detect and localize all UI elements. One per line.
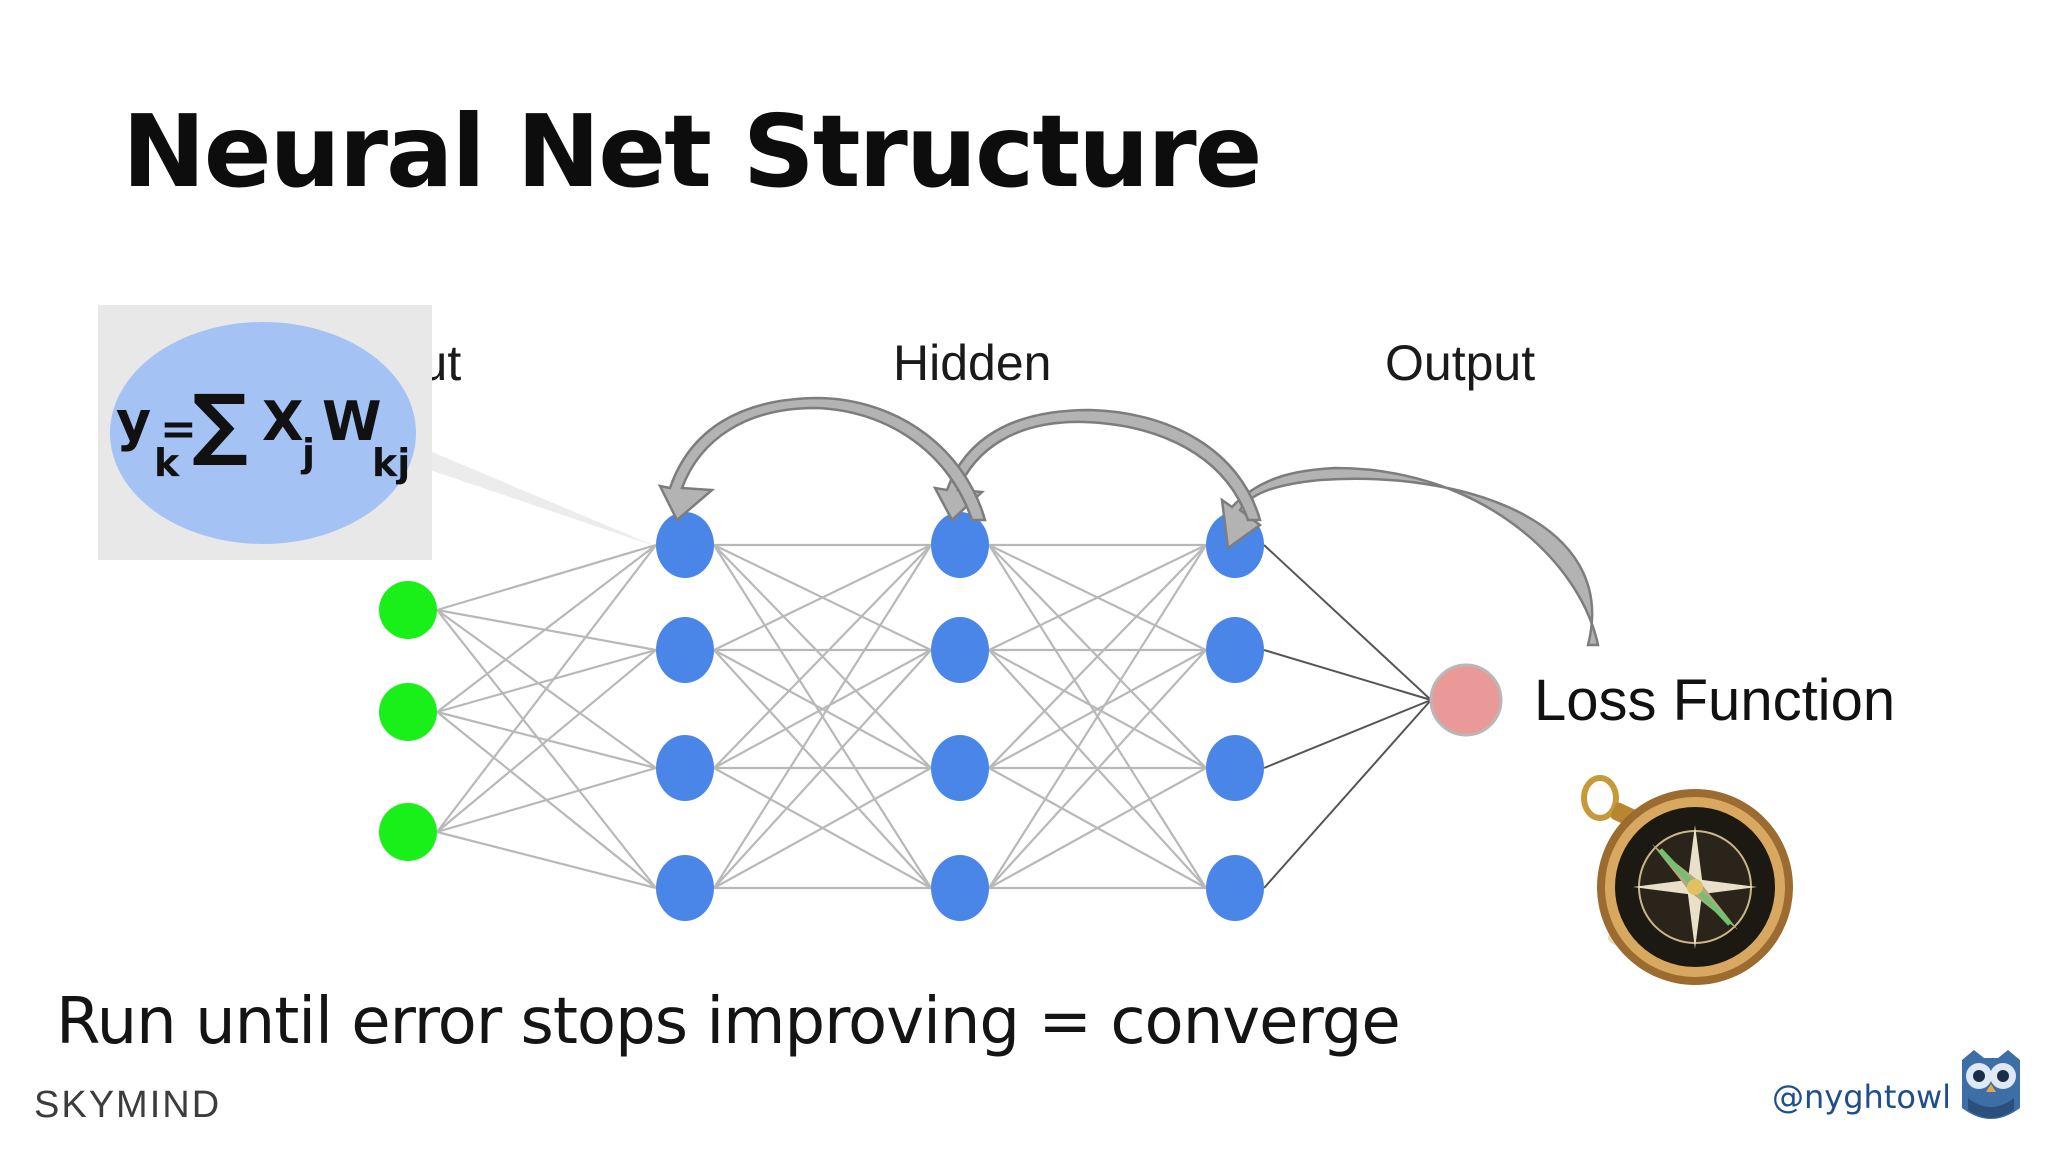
formula-equals: = [160, 404, 197, 455]
edge-input-3-to-hidden-1-3 [436, 766, 657, 834]
compass-icon [1581, 775, 1793, 985]
formula-bubble [110, 322, 416, 544]
formula-x-subscript: j [300, 431, 315, 475]
loss-node-1 [1429, 663, 1503, 737]
hidden-3-node-4 [1206, 855, 1264, 921]
hidden-3-node-3 [1206, 735, 1264, 801]
hidden-label: Hidden [893, 335, 1051, 391]
edge-input-1-to-hidden-1-4 [436, 609, 657, 889]
backprop-arrow-h3-to-h2 [932, 408, 1262, 523]
hidden-1-node-4 [656, 855, 714, 921]
edge-hidden-1-4-to-hidden-2-1 [713, 544, 932, 889]
edge-input-1-to-hidden-1-2 [436, 608, 657, 652]
edge-hidden-3-2-to-loss-1 [1263, 649, 1432, 701]
hidden-2-node-3 [931, 735, 989, 801]
nodes [379, 512, 1503, 921]
hidden-1-node-1 [656, 512, 714, 578]
edge-hidden-3-3-to-loss-1 [1263, 699, 1432, 769]
twitter-handle: @nyghtowl [1772, 1078, 1951, 1116]
hidden-1-node-3 [656, 735, 714, 801]
output-label: Output [1385, 335, 1535, 391]
edge-input-1-to-hidden-1-1 [436, 543, 657, 612]
edge-hidden-2-4-to-hidden-3-1 [988, 544, 1207, 889]
edge-input-2-to-hidden-1-1 [436, 544, 657, 713]
edge-input-2-to-hidden-1-2 [436, 648, 657, 714]
edge-hidden-1-3-to-hidden-2-1 [713, 544, 932, 769]
hidden-2-node-1 [931, 512, 989, 578]
edge-hidden-2-3-to-hidden-3-2 [988, 649, 1207, 769]
backprop-arrows [657, 396, 1600, 647]
edge-hidden-1-2-to-hidden-2-1 [713, 544, 932, 651]
backprop-arrow-h2-to-h1 [657, 396, 987, 522]
callout-pointer [380, 430, 660, 548]
connections [436, 543, 1432, 890]
input-node-1 [379, 581, 437, 639]
formula-sum: ∑ [192, 379, 248, 469]
edge-hidden-2-2-to-hidden-3-1 [988, 544, 1207, 651]
hidden-1-node-2 [656, 617, 714, 683]
backprop-arrow-loss-to-h3 [1220, 466, 1600, 647]
edge-hidden-2-3-to-hidden-3-1 [988, 544, 1207, 769]
hidden-2-node-2 [931, 617, 989, 683]
edge-hidden-2-4-to-hidden-3-2 [988, 649, 1207, 889]
edge-hidden-1-4-to-hidden-2-2 [713, 649, 932, 889]
formula-y-subscript: k [154, 441, 180, 485]
formula-y: y [116, 390, 151, 453]
hidden-3-node-2 [1206, 617, 1264, 683]
edge-input-3-to-hidden-1-1 [436, 544, 657, 833]
slide-title: Neural Net Structure [122, 93, 1262, 210]
edge-hidden-3-4-to-loss-1 [1263, 699, 1432, 889]
formula-x: X [262, 390, 304, 453]
convergence-caption: Run until error stops improving = conver… [56, 985, 1401, 1059]
input-node-2 [379, 683, 437, 741]
edge-input-3-to-hidden-1-4 [436, 830, 657, 890]
formula-w-subscript: kj [372, 441, 410, 485]
edge-input-3-to-hidden-1-2 [436, 649, 657, 833]
formula-w: W [322, 390, 382, 453]
input-node-3 [379, 803, 437, 861]
skymind-logo: SKYMIND [34, 1084, 222, 1126]
hidden-2-node-4 [931, 855, 989, 921]
edge-hidden-1-4-to-hidden-2-3 [713, 767, 932, 889]
edge-hidden-3-1-to-loss-1 [1263, 544, 1432, 701]
edge-hidden-1-3-to-hidden-2-2 [713, 649, 932, 769]
weighted-sum-formula: y k = ∑ X j W kj [116, 379, 410, 485]
owl-icon [1962, 1050, 2020, 1119]
edge-hidden-2-4-to-hidden-3-3 [988, 767, 1207, 889]
loss-function-label: Loss Function [1534, 668, 1895, 733]
